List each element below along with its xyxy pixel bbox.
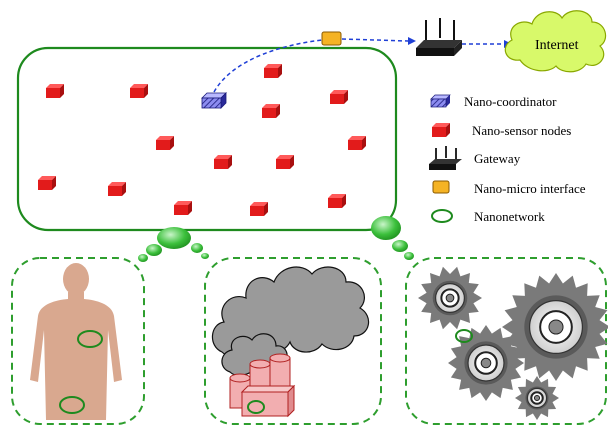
arrow-head-icon xyxy=(408,37,416,45)
nano-sensor-node xyxy=(46,84,64,98)
smoke-cloud-icon xyxy=(211,266,370,376)
scenario-machinery-gears xyxy=(405,257,608,425)
nano-sensor-nodes xyxy=(38,64,366,216)
legend-item-nano-coordinator: Nano-coordinator xyxy=(430,94,557,109)
main-nanonetwork-boundary xyxy=(16,46,398,232)
nanonetwork-icon xyxy=(77,330,103,348)
nano-micro-interface-icon xyxy=(432,180,450,194)
nano-sensor-node xyxy=(130,84,148,98)
nano-micro-interface-icon xyxy=(321,31,342,46)
gateway-icon xyxy=(429,146,462,170)
legend-label: Nano-coordinator xyxy=(464,94,557,109)
link-interface-to-gateway xyxy=(341,38,409,42)
scenario-boundary xyxy=(405,257,607,425)
scenario-boundary xyxy=(204,257,382,425)
nano-sensor-node xyxy=(262,104,280,118)
nano-sensor-node xyxy=(264,64,282,78)
legend-item-nano-sensor-nodes: Nano-sensor nodes xyxy=(432,123,571,138)
nano-sensor-node xyxy=(174,201,192,215)
legend-item-nanonetwork: Nanonetwork xyxy=(431,209,545,224)
legend-label: Nano-sensor nodes xyxy=(472,123,571,138)
human-body-icon xyxy=(30,263,122,420)
gear-icon xyxy=(448,325,524,401)
nano-sensor-node xyxy=(156,136,174,150)
nano-sensor-node xyxy=(250,202,268,216)
scenario-industrial-smoke xyxy=(204,257,382,425)
gateway-icon xyxy=(416,18,462,56)
nano-sensor-node xyxy=(348,136,366,150)
legend-item-gateway: Gateway xyxy=(429,146,521,170)
nanonetwork-icon xyxy=(431,209,453,223)
gear-icon xyxy=(515,376,559,420)
internet-label: Internet xyxy=(535,38,579,53)
nano-coordinator-icon xyxy=(430,94,451,108)
nano-sensor-node xyxy=(38,176,56,190)
nanonetwork-icon xyxy=(455,329,473,343)
nano-coordinator-icon xyxy=(201,92,227,109)
link-coordinator-to-interface xyxy=(213,39,323,93)
nano-sensor-node xyxy=(328,194,346,208)
nano-sensor-node xyxy=(330,90,348,104)
nano-sensor-node xyxy=(108,182,126,196)
scenario-boundary xyxy=(11,257,145,425)
connector-bubbles-right xyxy=(371,216,414,260)
nanonetwork-icon xyxy=(59,396,85,414)
legend-label: Nano-micro interface xyxy=(474,181,586,196)
nanonetwork-icon xyxy=(247,400,265,414)
nano-sensor-node xyxy=(276,155,294,169)
internet-cloud-icon: Internet xyxy=(504,10,607,73)
legend-label: Nanonetwork xyxy=(474,209,545,224)
nano-sensor-node-icon xyxy=(432,123,450,137)
scenario-human-body xyxy=(11,257,145,425)
gear-icon xyxy=(502,273,608,381)
gear-icon xyxy=(418,266,482,330)
chimney-stacks-icon xyxy=(229,353,296,418)
connector-bubbles-left xyxy=(138,227,209,262)
legend-label: Gateway xyxy=(474,151,521,166)
legend-item-nano-micro-interface: Nano-micro interface xyxy=(432,180,586,196)
legend: Nano-coordinator Nano-sensor nodes Gatew… xyxy=(429,94,586,224)
nano-sensor-node xyxy=(214,155,232,169)
